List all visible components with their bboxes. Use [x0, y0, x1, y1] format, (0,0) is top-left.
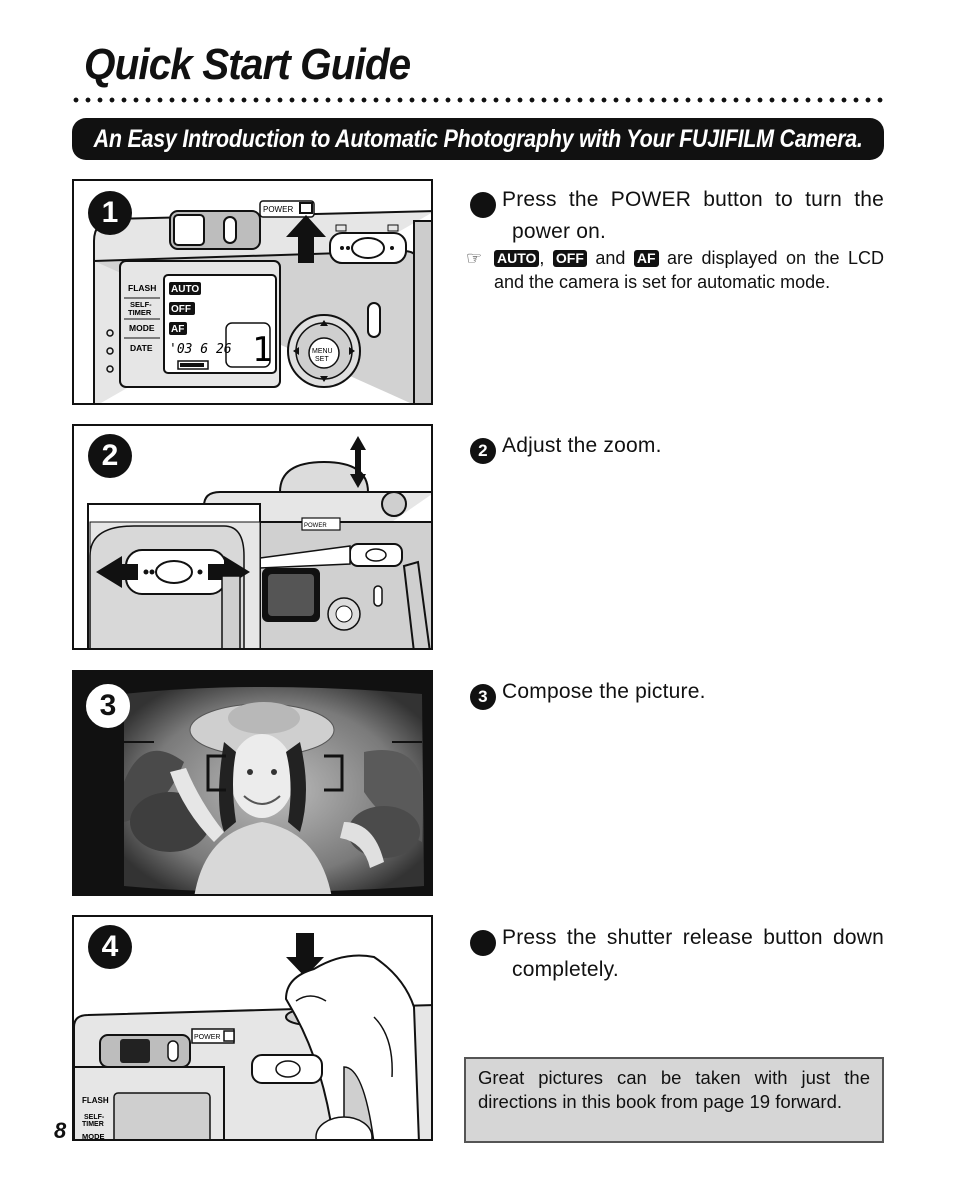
self-timer-label-2: TIMER [128, 308, 152, 317]
step-1-illustration: 1 POWER FLASH SELF- TIMER MODE DATE AUTO [72, 179, 433, 405]
step-3-illustration: 3 [72, 670, 433, 896]
off-tag: OFF [552, 250, 587, 267]
step-1-instruction: Press the POWER button to turn the power… [502, 188, 884, 243]
step-1-badge: 1 [88, 191, 132, 235]
step-3-number-icon: 3 [470, 683, 496, 710]
note-description: are displayed on the LCD and the camera … [494, 248, 884, 292]
camera-back-drawing: POWER FLASH SELF- TIMER MODE DATE AUTO O… [93, 200, 431, 403]
power-label: POWER [263, 205, 293, 214]
step-2-instruction: Adjust the zoom. [502, 434, 662, 457]
banner-text: An Easy Introduction to Automatic Photog… [93, 124, 863, 153]
step-2-illustration: 2 POWER [72, 424, 433, 650]
shutter-press-drawing: POWER FLASH SELF- TIMER MODE [74, 933, 431, 1141]
lcd-date: '03 6 26 [169, 342, 232, 357]
step-2-text: 2 Adjust the zoom. [470, 432, 884, 464]
step-4-badge: 4 [88, 925, 132, 969]
pointing-hand-icon: ☞ [466, 248, 483, 268]
date-label: DATE [130, 343, 153, 353]
step-3-badge: 3 [86, 684, 130, 728]
lcd-auto-indicator: AUTO [171, 284, 199, 295]
flash-label: FLASH [128, 283, 156, 293]
self-timer-label-4a: SELF- [84, 1114, 105, 1121]
note-comma: , [539, 248, 545, 268]
step-4-number-icon: 4 [441, 929, 496, 956]
camera-zoom-drawing: POWER [87, 436, 431, 648]
tip-callout: Great pictures can be taken with just th… [464, 1057, 884, 1143]
lcd-off-indicator: OFF [171, 304, 191, 315]
step-1-number-icon: 1 [441, 191, 496, 218]
note-text: AUTO, OFF and AF are displayed on the LC… [494, 246, 884, 294]
step-1-note: ☞ AUTO, OFF and AF are displayed on the … [466, 246, 884, 294]
step-2-number-icon: 2 [470, 437, 496, 464]
viewfinder-photo [124, 687, 424, 894]
self-timer-label-4b: TIMER [82, 1121, 104, 1128]
mode-label-4: MODE [82, 1132, 105, 1141]
dotted-divider [70, 95, 888, 105]
af-tag: AF [633, 250, 659, 267]
note-and: and [595, 248, 626, 268]
menu-button-label-1: MENU [312, 348, 333, 355]
auto-tag: AUTO [494, 250, 540, 267]
step-3-text: 3 Compose the picture. [470, 678, 884, 710]
page-title: Quick Start Guide [84, 40, 411, 89]
flash-label-4: FLASH [82, 1096, 109, 1105]
self-timer-label-1: SELF- [130, 300, 152, 309]
lcd-frame-count: 1 [252, 330, 272, 370]
step-2-badge: 2 [88, 434, 132, 478]
power-label-2: POWER [304, 523, 327, 529]
menu-button-label-2: SET [315, 356, 329, 363]
intro-banner: An Easy Introduction to Automatic Photog… [72, 118, 884, 160]
mode-label: MODE [129, 323, 155, 333]
power-label-4: POWER [194, 1034, 220, 1041]
step-4-illustration: 4 POWER FLASH SELF- TIMER MODE [72, 915, 433, 1141]
step-3-instruction: Compose the picture. [502, 680, 706, 703]
page-number: 8 [54, 1118, 67, 1143]
step-4-instruction: Press the shutter release button down co… [502, 926, 884, 981]
lcd-af-indicator: AF [171, 324, 184, 335]
